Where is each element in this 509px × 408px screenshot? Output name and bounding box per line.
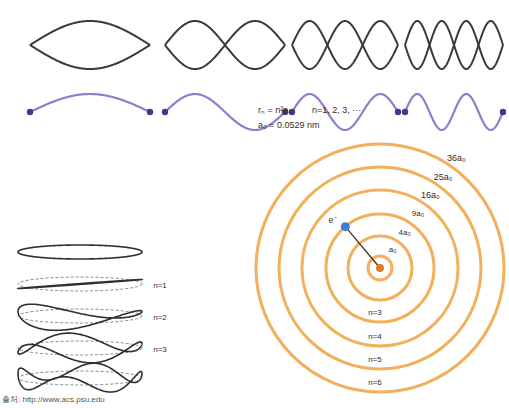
nucleus xyxy=(376,264,384,272)
formula-text: n=1, 2, 3, ··· xyxy=(312,106,361,116)
orbit-ring xyxy=(279,167,481,369)
electron-label: e⁻ xyxy=(329,216,337,226)
ring-wave xyxy=(18,245,142,259)
wave-envelope xyxy=(292,21,398,45)
orbit-number: n=5 xyxy=(368,356,382,365)
wave-envelope xyxy=(405,21,503,45)
ring-wave xyxy=(18,333,142,363)
orbit-number: n=4 xyxy=(368,333,382,342)
fixed-end-dot xyxy=(402,109,408,115)
orbit-number: n=3 xyxy=(368,309,382,318)
mode-number: n=1 xyxy=(153,282,167,291)
ring-wave-stack xyxy=(18,245,142,392)
rest-orbit xyxy=(18,277,142,291)
constant-text: a₀ = 0.0529 nm xyxy=(258,121,320,131)
envelope-row xyxy=(30,21,503,69)
rest-orbit xyxy=(18,341,142,355)
fixed-end-dot xyxy=(395,109,401,115)
rest-orbit xyxy=(18,309,142,323)
orbit-ring xyxy=(302,190,458,346)
wave-envelope xyxy=(165,45,285,69)
wave-envelope xyxy=(30,45,150,69)
radius-label: 16a₀ xyxy=(421,191,440,201)
orbit-ring xyxy=(348,236,412,300)
wave-envelope xyxy=(292,45,398,69)
mode-number: n=2 xyxy=(153,314,167,323)
radius-label: 25a₀ xyxy=(434,173,453,183)
mode-number: n=3 xyxy=(153,346,167,355)
fixed-end-dot xyxy=(500,109,506,115)
string-wave-row xyxy=(27,94,506,130)
fixed-end-dot xyxy=(147,109,153,115)
source-note: 출처: http://www.acs.psu.edu xyxy=(2,396,105,405)
ring-wave xyxy=(18,304,142,330)
orbit-ring xyxy=(368,256,392,280)
fixed-end-dot xyxy=(162,109,168,115)
electron xyxy=(341,222,350,231)
radius-label: 4a₀ xyxy=(399,228,411,237)
string-wave xyxy=(30,94,150,112)
wave-envelope xyxy=(165,21,285,45)
orbit-ring xyxy=(326,214,434,322)
string-wave xyxy=(405,94,503,130)
wave-envelope xyxy=(405,45,503,69)
radius-label: 36a₀ xyxy=(447,154,466,164)
radius-line xyxy=(345,227,380,268)
ring-wave xyxy=(18,363,142,392)
orbit-ring xyxy=(256,144,504,392)
ring-wave xyxy=(18,279,142,288)
formula-text: rₙ = n²a₀ xyxy=(258,106,292,116)
radius-label: 9a₀ xyxy=(412,210,424,219)
bohr-orbits xyxy=(256,144,504,392)
radius-label: a₀ xyxy=(389,246,397,255)
fixed-end-dot xyxy=(27,109,33,115)
wave-envelope xyxy=(30,21,150,45)
orbit-number: n=6 xyxy=(368,379,382,388)
